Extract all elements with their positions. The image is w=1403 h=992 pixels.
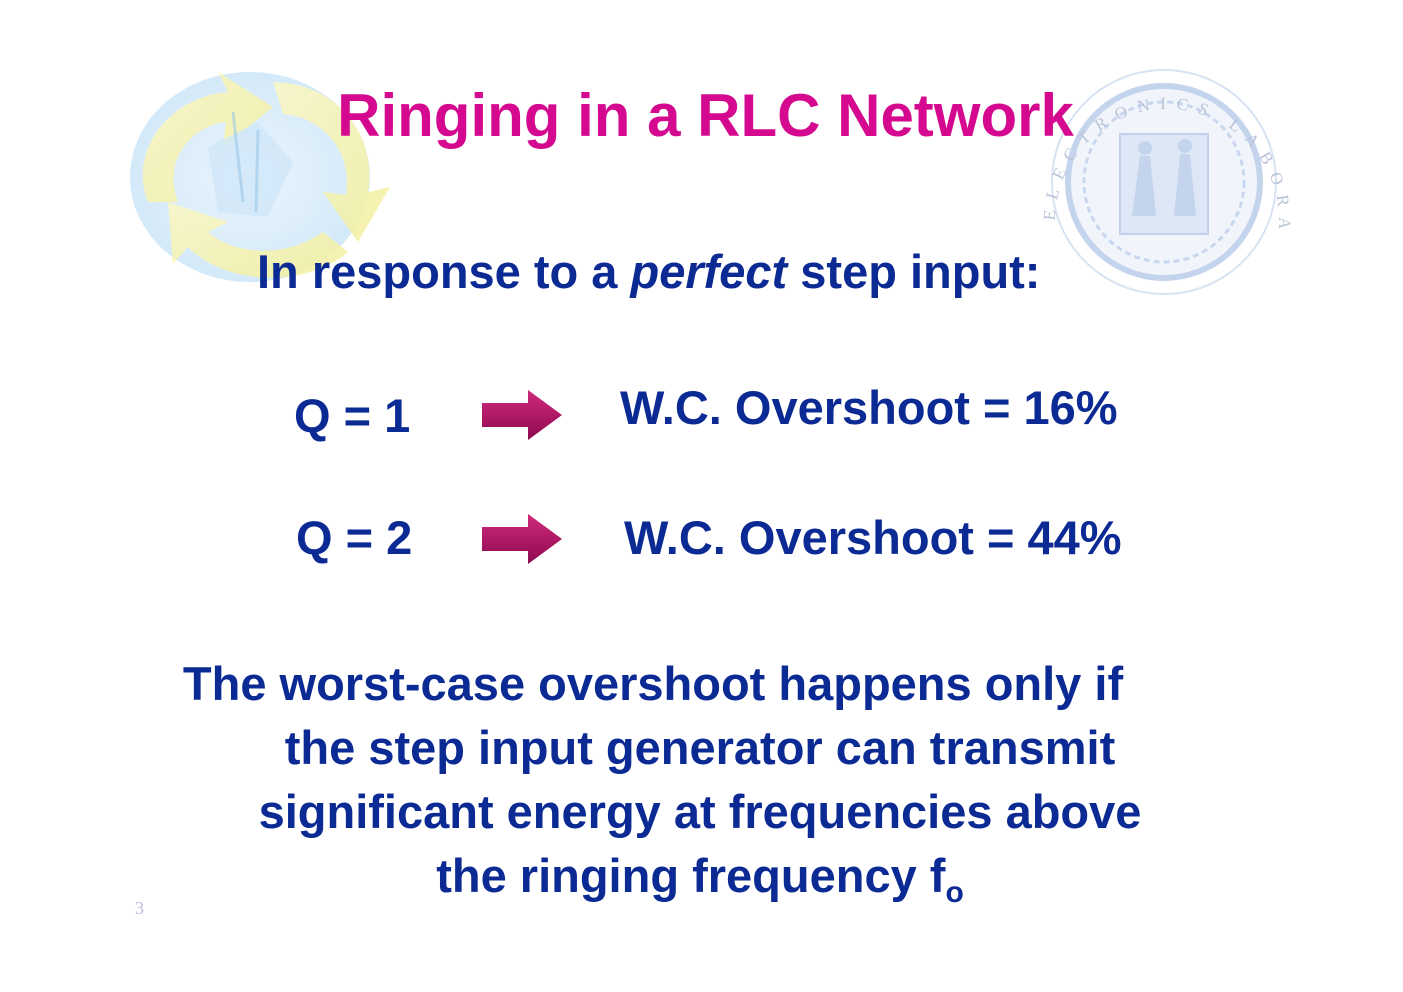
paragraph-line: The worst-case overshoot happens only if bbox=[182, 657, 1124, 710]
subtitle-text-after: step input: bbox=[787, 245, 1041, 298]
right-arrow-icon bbox=[482, 390, 562, 440]
q-row-2: Q = 2 W.C. Overshoot = 44% bbox=[0, 506, 1403, 576]
q-row-1: Q = 1 W.C. Overshoot = 16% bbox=[0, 378, 1403, 448]
subtitle: In response to a perfect step input: bbox=[257, 246, 1040, 298]
page-number: 3 bbox=[135, 898, 144, 918]
right-arrow-icon bbox=[482, 514, 562, 564]
q-label: Q = 1 bbox=[294, 389, 411, 442]
frequency-subscript: o bbox=[945, 876, 964, 909]
recycle-arrows-logo bbox=[130, 72, 390, 282]
subtitle-emphasis: perfect bbox=[630, 245, 788, 298]
paragraph-line: the step input generator can transmit bbox=[284, 721, 1116, 774]
university-seal-logo: ELECTRONICS LABORATORY bbox=[1028, 46, 1284, 295]
paragraph-line-text: the ringing frequency f bbox=[436, 849, 946, 902]
paragraph-line: significant energy at frequencies above bbox=[258, 785, 1142, 838]
subtitle-text-before: In response to a bbox=[257, 245, 631, 298]
q-label: Q = 2 bbox=[296, 511, 413, 564]
overshoot-value: W.C. Overshoot = 16% bbox=[620, 381, 1118, 434]
slide-title: Ringing in a RLC Network bbox=[337, 82, 1074, 149]
explanation-paragraph: The worst-case overshoot happens only if… bbox=[100, 652, 1300, 908]
paragraph-line-last: the ringing frequency fo bbox=[100, 844, 1300, 908]
overshoot-value: W.C. Overshoot = 44% bbox=[624, 511, 1122, 564]
